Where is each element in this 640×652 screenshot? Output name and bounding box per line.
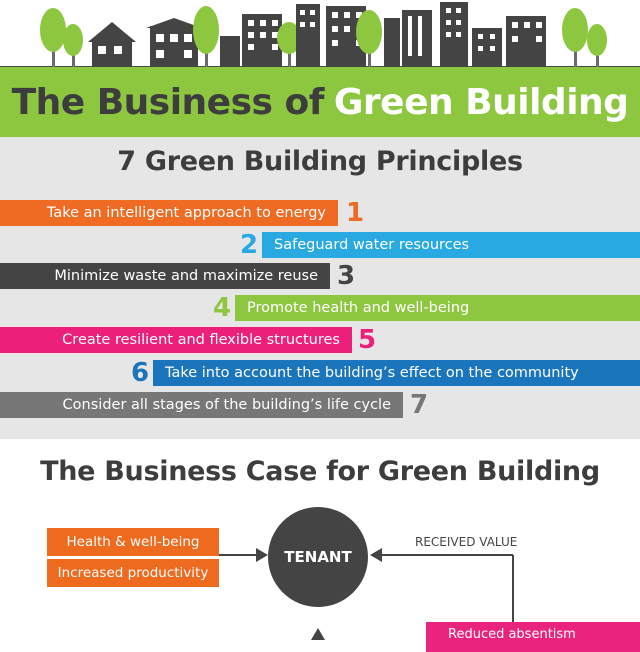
principle-text-5: Create resilient and flexible structures	[62, 332, 340, 348]
flow-connectors	[219, 548, 514, 640]
principle-text-2: Safeguard water resources	[274, 237, 470, 253]
principle-number-5: 5	[358, 325, 377, 355]
principle-number-1: 1	[346, 198, 365, 228]
health-wellbeing-box: Health & well-being	[47, 528, 219, 556]
principle-bar-4: Promote health and well-being	[235, 295, 640, 321]
principle-bar-2: Safeguard water resources	[262, 232, 640, 258]
principle-number-4: 4	[213, 293, 232, 323]
principle-bar-3: Minimize waste and maximize reuse	[0, 263, 330, 289]
principle-text-4: Promote health and well-being	[247, 300, 470, 316]
business-case-heading: The Business Case for Green Building	[40, 456, 600, 487]
increased-productivity-box: Increased productivity	[47, 559, 219, 587]
principle-text-3: Minimize waste and maximize reuse	[54, 268, 318, 284]
received-value-label: RECEIVED VALUE	[413, 535, 520, 549]
title-banner: The Business of Green Building	[0, 67, 640, 137]
principle-text-7: Consider all stages of the building’s li…	[62, 397, 391, 413]
tenant-label: TENANT	[284, 548, 352, 566]
principle-number-7: 7	[410, 390, 429, 420]
principle-number-2: 2	[240, 230, 259, 260]
principle-number-6: 6	[131, 358, 150, 388]
reduced-absentism-label: Reduced absentism	[448, 627, 576, 642]
principle-number-3: 3	[337, 261, 356, 291]
principle-text-1: Take an intelligent approach to energy	[46, 205, 326, 221]
principle-text-6: Take into account the building’s effect …	[165, 365, 579, 381]
increased-productivity-label: Increased productivity	[57, 565, 209, 581]
principles-heading: 7 Green Building Principles	[117, 146, 523, 177]
tenant-circle: TENANT	[268, 507, 368, 607]
principle-bar-1: Take an intelligent approach to energy	[0, 200, 338, 226]
principle-bar-7: Consider all stages of the building’s li…	[0, 392, 403, 418]
health-wellbeing-label: Health & well-being	[66, 534, 200, 550]
principle-bar-5: Create resilient and flexible structures	[0, 327, 352, 353]
reduced-absentism-box: Reduced absentism	[426, 622, 640, 652]
city-skyline-illustration	[0, 2, 640, 70]
title-part-green-building: Green Building	[333, 81, 629, 123]
title-part-dark: The Business of	[11, 81, 325, 123]
principle-bar-6: Take into account the building’s effect …	[153, 360, 640, 386]
